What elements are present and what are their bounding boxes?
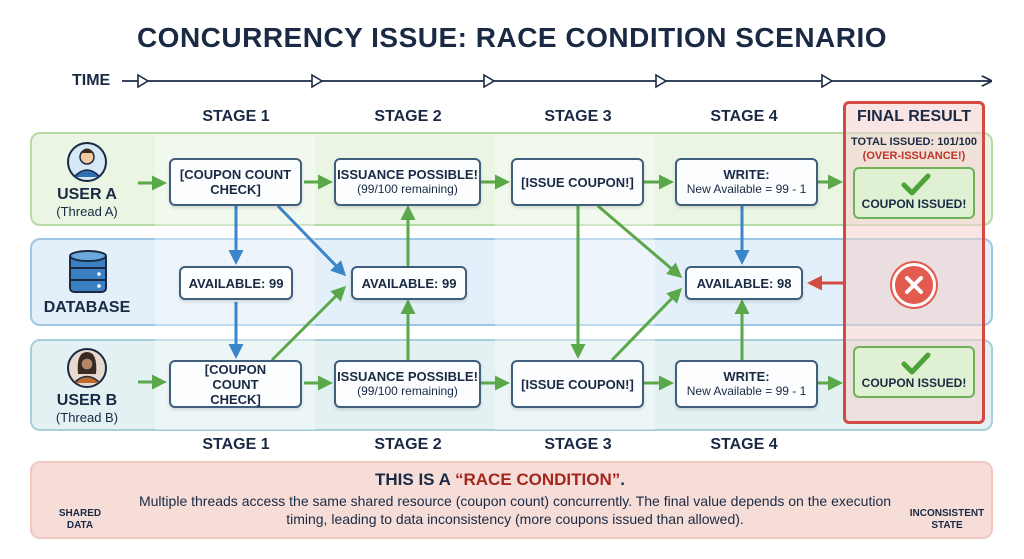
check-icon [901, 173, 931, 196]
diagram-title: CONCURRENCY ISSUE: RACE CONDITION SCENAR… [136, 22, 888, 53]
db-available-stage-2: AVAILABLE: 99 [351, 266, 467, 300]
user-b-issuance-possible: ISSUANCE POSSIBLE! (99/100 remaining) [334, 360, 481, 408]
user-b-write: WRITE: New Available = 99 - 1 [675, 360, 818, 408]
user-b-label: USER B (Thread B) [27, 392, 147, 425]
user-b-issue-coupon: [ISSUE COUPON!] [511, 360, 644, 408]
stage-label-bottom-4: STAGE 4 [710, 436, 778, 453]
stage-label-bottom-2: STAGE 2 [374, 436, 442, 453]
stage-label-top-2: STAGE 2 [374, 108, 442, 125]
user-a-coupon-count-check: [COUPON COUNT CHECK] [169, 158, 302, 206]
user-a-thread: (Thread A) [56, 204, 118, 219]
stage-label-top-1: STAGE 1 [202, 108, 270, 125]
user-b-name: USER B [56, 392, 118, 409]
stage-label-top-4: STAGE 4 [710, 108, 778, 125]
user-a-issuance-possible: ISSUANCE POSSIBLE! (99/100 remaining) [334, 158, 481, 206]
inconsistent-state-label: INCONSISTENT STATE [909, 508, 985, 531]
user-a-avatar-icon [67, 142, 107, 182]
race-condition-title: THIS IS A “RACE CONDITION”. [375, 470, 625, 489]
user-b-flow-arrows [138, 374, 843, 391]
user-b-thread: (Thread B) [55, 410, 119, 425]
stage-label-bottom-3: STAGE 3 [544, 436, 612, 453]
db-available-stage-4: AVAILABLE: 98 [685, 266, 803, 300]
database-label: DATABASE [27, 299, 147, 317]
user-a-write: WRITE: New Available = 99 - 1 [675, 158, 818, 206]
explanation-panel [30, 461, 993, 539]
user-a-label: USER A (Thread A) [27, 186, 147, 219]
user-a-flow-arrows [138, 174, 843, 191]
database-name: DATABASE [43, 299, 131, 316]
race-condition-description: Multiple threads access the same shared … [138, 493, 892, 527]
time-axis [122, 73, 990, 89]
time-label: TIME [72, 72, 111, 89]
x-icon [892, 263, 936, 307]
over-issuance-warning: (OVER-ISSUANCE!) [862, 150, 966, 162]
shared-data-label: SHARED DATA [58, 508, 102, 531]
user-a-name: USER A [57, 186, 117, 203]
db-available-stage-1: AVAILABLE: 99 [179, 266, 293, 300]
stage-label-top-3: STAGE 3 [544, 108, 612, 125]
cross-thread-arrows [270, 204, 750, 362]
user-a-issue-coupon: [ISSUE COUPON!] [511, 158, 644, 206]
stage-label-bottom-1: STAGE 1 [202, 436, 270, 453]
user-b-avatar-icon [67, 348, 107, 388]
database-icon [69, 250, 107, 293]
user-b-coupon-count-check: [COUPON COUNT CHECK] [169, 360, 302, 408]
database-access-arrows [228, 204, 750, 359]
coupon-issued-b: COUPON ISSUED! [853, 346, 975, 398]
check-icon [901, 352, 931, 375]
final-result-title: FINAL RESULT [856, 108, 972, 125]
total-issued: TOTAL ISSUED: 101/100 [851, 136, 977, 148]
coupon-issued-a: COUPON ISSUED! [853, 167, 975, 219]
